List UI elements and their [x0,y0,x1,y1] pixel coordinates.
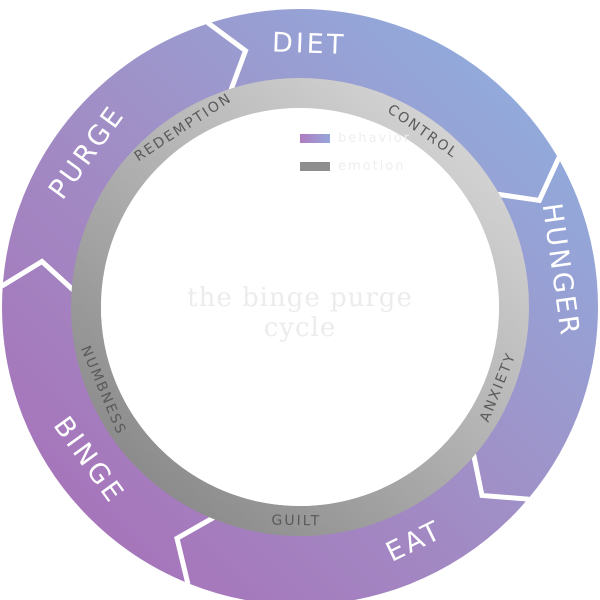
behavior-ring [2,9,598,600]
emotion-label-guilt: GUILT [271,513,321,530]
legend-item-behavior: behavior [300,128,411,148]
legend-swatch-behavior [300,133,330,143]
center-disc [101,108,499,506]
diagram-title: the binge purge cycle [187,283,413,343]
segment-separator [174,514,217,585]
segment-separators [0,20,562,585]
legend-label-behavior: behavior [338,130,412,146]
legend-swatch-emotion [300,161,330,171]
segment-separator [206,20,249,93]
segment-separator [0,258,77,294]
segment-separator [470,451,530,502]
legend-label-emotion: emotion [338,158,406,174]
legend-item-emotion: emotion [300,156,411,176]
legend: behavior emotion [300,128,411,184]
emotion-ring [71,78,529,536]
segment-separator [495,156,562,204]
behavior-label-diet: DIET [271,27,346,61]
